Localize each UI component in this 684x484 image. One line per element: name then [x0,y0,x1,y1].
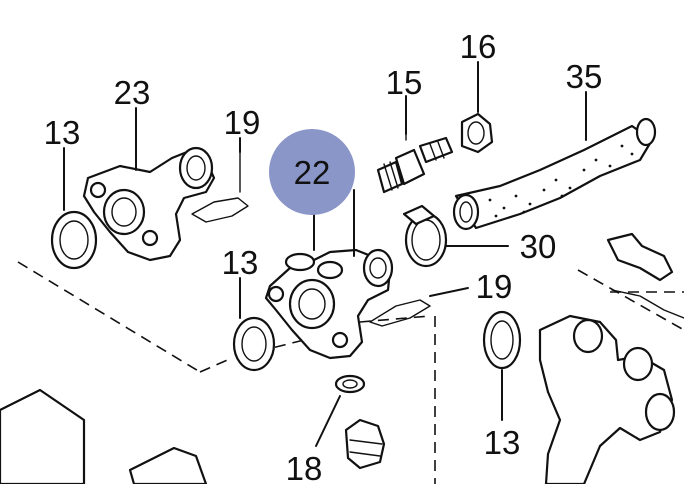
right-housing [538,232,684,484]
callout-19-middle: 19 [476,268,513,305]
callout-30: 30 [520,228,557,265]
callout-13-middle: 13 [222,244,259,281]
part-23-flange[interactable] [82,146,216,262]
part-18-plug[interactable] [334,374,386,470]
callout-13-left: 13 [44,114,81,151]
part-30-clamp[interactable] [402,204,448,268]
callout-35: 35 [566,58,603,95]
dashed-guides [17,261,684,484]
part-13-oring-right [482,310,522,370]
part-35-hose[interactable] [452,117,657,231]
callout-labels: 23 13 19 15 16 35 13 30 19 13 18 22 [44,28,603,484]
part-13-oring-left [50,210,98,270]
callout-23: 23 [114,74,151,111]
callout-13-right: 13 [484,424,521,461]
part-16-nut[interactable] [460,112,494,154]
callout-16: 16 [460,28,497,65]
highlight-marker[interactable] [269,129,355,215]
callout-19-top: 19 [224,104,261,141]
part-19-gasket-middle [369,299,431,327]
leader-lines [63,61,587,447]
part-22-flange[interactable] [264,248,394,360]
callout-15: 15 [386,64,423,101]
part-13-oring-middle [232,316,276,372]
callout-22-highlighted: 22 [294,154,331,191]
part-15-union[interactable] [376,125,454,194]
callout-18: 18 [286,450,323,484]
hose-texture [488,144,634,218]
lower-left-block [0,388,208,484]
part-19-gasket-top [191,149,249,223]
